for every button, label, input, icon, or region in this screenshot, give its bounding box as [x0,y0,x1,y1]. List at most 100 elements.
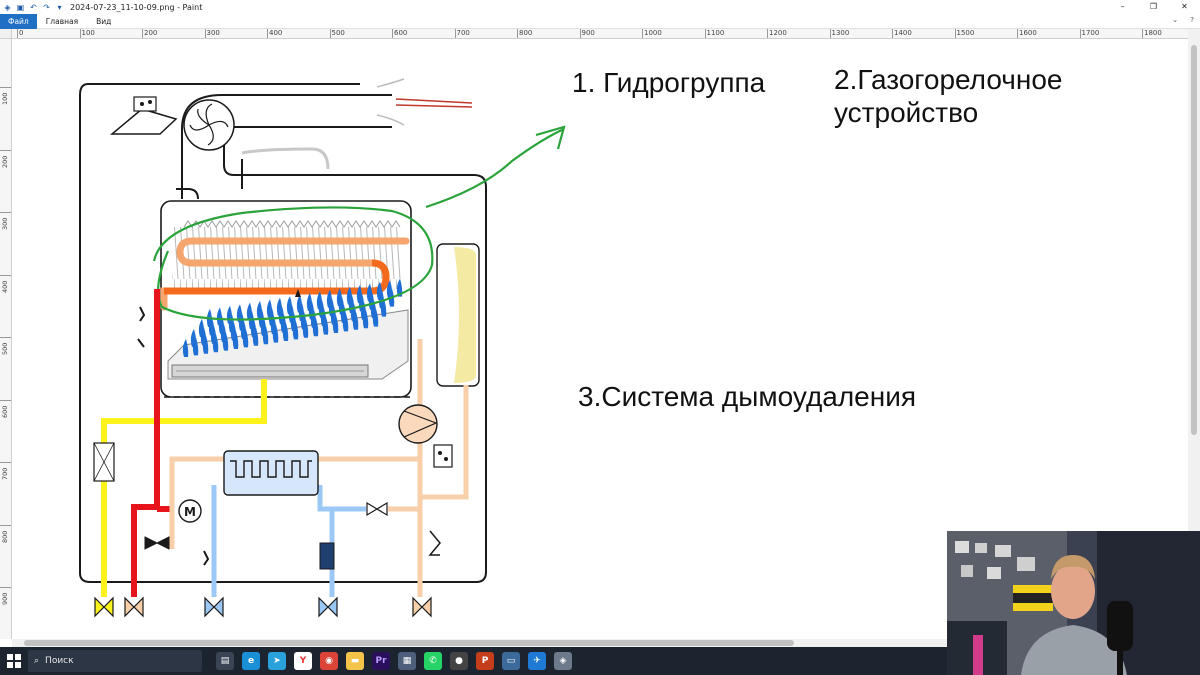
ruler-tick [767,29,768,38]
chrome-icon[interactable]: ◉ [320,652,338,670]
whatsapp-icon[interactable]: ✆ [424,652,442,670]
telegram-icon[interactable]: ➤ [268,652,286,670]
ruler-label: 1700 [1081,29,1100,37]
ruler-tick [0,462,11,463]
ruler-label: 1600 [1019,29,1037,37]
ruler-label: 300 [206,29,220,37]
flame-icon [336,288,343,307]
pressure-switch-box [133,96,157,112]
ruler-label: 1400 [894,29,912,37]
ruler-tick [1142,29,1143,38]
ruler-tick [17,29,18,38]
ruler-tick [0,524,11,526]
taskbar-search[interactable]: ⌕ Поиск [28,650,202,672]
view-tab[interactable]: Вид [96,16,112,26]
ruler-tick [892,29,893,38]
paint-taskbar-icon[interactable]: ◈ [554,652,572,670]
pressure-switch-hood-icon [109,108,178,135]
gas-pipe [101,379,267,597]
yandex-browser-icon[interactable]: Y [294,652,312,670]
ruler-label: 500 [1,342,9,355]
redo-icon[interactable]: ↷ [43,2,50,12]
save-icon[interactable]: ▣ [16,2,25,12]
ruler-label: 400 [1,280,9,293]
ruler-label: 1100 [706,29,725,37]
horizontal-scroll-thumb[interactable] [24,640,794,646]
label-hydro-group: 1. Гидрогруппа [572,67,766,98]
fan-blades [189,103,229,146]
drawing-canvas[interactable]: M 1. Гидрогруппа 2.Газогорелочное устрой… [12,39,1188,639]
flame-icon [276,297,283,316]
ruler-tick [142,29,143,38]
ruler-label: 800 [1,530,9,543]
flame-icon [396,278,403,297]
premiere-pro-icon[interactable]: Pr [372,652,390,670]
safety-valve-icon [428,530,441,556]
ruler-label: 200 [144,29,158,37]
vertical-scroll-thumb[interactable] [1191,45,1197,435]
ruler-label: 600 [1,405,9,418]
ruler-tick [0,337,11,338]
close-button[interactable]: ✕ [1181,2,1188,11]
ribbon-menu-bar: Файл Главная Вид ⌄ ? [0,13,1200,29]
ruler-label: 100 [1,92,9,105]
flame-icon [356,285,363,303]
ruler-tick [267,29,268,38]
ruler-tick [517,29,518,38]
label-gas-burner: 2.Газогорелочное устройство [834,63,1062,129]
ball-valve-icon [124,596,144,618]
quick-access-toolbar: ◈ ▣ ↶ ↷ ▾ [0,3,64,12]
ruler-label: 400 [269,29,283,37]
annotation-arrow [425,127,565,209]
collapse-ribbon-icon[interactable]: ⌄ [1172,16,1179,24]
powerpoint-icon[interactable]: P [476,652,494,670]
flame-icon [246,302,253,321]
fin-teeth [183,220,401,228]
ruler-label: 500 [331,29,345,37]
flame-icon [376,281,383,300]
edge-icon[interactable]: e [242,652,260,670]
ball-valve-icon [94,596,114,618]
circulation-pump-icon [398,404,438,444]
app-icon[interactable]: ✈ [528,652,546,670]
ruler-label: 800 [519,29,533,37]
calculator-icon[interactable]: ▦ [398,652,416,670]
flame-icon [326,289,333,308]
vertical-scrollbar[interactable] [1188,29,1200,647]
flue-channel [181,129,243,199]
remote-desktop-icon[interactable]: ▭ [502,652,520,670]
home-tab[interactable]: Главная [45,16,79,26]
undo-icon[interactable]: ↶ [30,2,37,12]
ruler-label: 1300 [831,29,850,37]
window-title: 2024-07-23_11-10-09.png - Paint [70,2,203,12]
start-button[interactable] [0,647,28,675]
ruler-tick [79,29,81,38]
heating-supply-pipe [131,289,160,597]
restore-button[interactable]: ❐ [1149,2,1158,11]
ruler-label: 900 [581,29,595,37]
file-menu[interactable]: Файл [0,13,37,29]
title-bar: ◈ ▣ ↶ ↷ ▾ 2024-07-23_11-10-09.png - Pain… [0,0,1200,14]
ruler-tick [1079,29,1081,38]
task-view-icon[interactable]: ▤ [216,652,234,670]
boiler-diagram: M [79,78,566,618]
file-explorer-icon[interactable]: ▬ [346,652,364,670]
label-flue-system: 3.Система дымоудаления [578,381,917,412]
temperature-sensor-icon [203,550,210,566]
flue-outlet-line [395,98,473,104]
minimize-button[interactable]: – [1120,2,1125,11]
flame-icon [346,286,353,305]
annotation-circle [152,206,434,321]
ruler-label: 0 [19,29,24,37]
label-gas-burner-line2: устройство [834,97,979,128]
ruler-corner [0,29,12,39]
customize-dropdown-icon[interactable]: ▾ [57,2,62,12]
motor-icon [178,499,202,523]
flame-icon [256,301,263,319]
help-icon[interactable]: ? [1190,16,1194,24]
ruler-tick [0,274,11,276]
horizontal-scrollbar[interactable] [12,639,1188,647]
ruler-tick [329,29,331,38]
obs-icon[interactable]: ● [450,652,468,670]
